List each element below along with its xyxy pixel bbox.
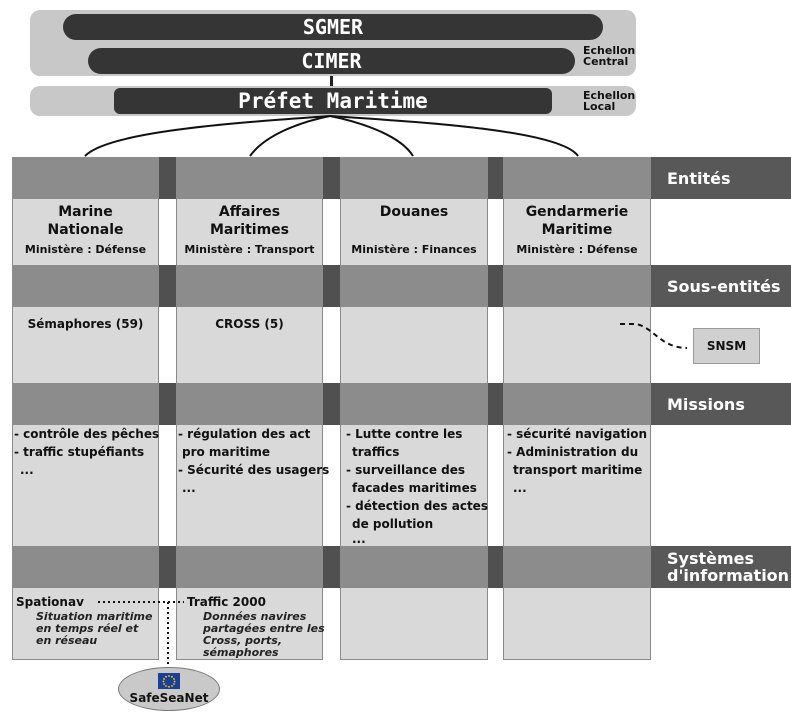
spationav-desc: Situation maritime en temps réel et en r… <box>36 610 153 647</box>
traffic2000-name: Traffic 2000 <box>187 595 266 609</box>
system-spationav: Spationav Situation maritime en temps ré… <box>16 595 159 647</box>
cimer-box: CIMER <box>88 48 575 74</box>
sgmer-box: SGMER <box>63 14 603 40</box>
eu-flag-icon <box>158 673 180 689</box>
missions-douanes: - Lutte contre les traffics - surveillan… <box>346 427 488 546</box>
echelon-local-label: Echellon Local <box>583 89 636 113</box>
entity-douanes: Douanes Ministère : Finances <box>351 204 477 256</box>
snsm-label: SNSM <box>706 339 747 353</box>
band-label-missions: Missions <box>651 383 791 425</box>
prefet-box: Préfet Maritime <box>114 88 552 114</box>
connector-affaires <box>249 115 331 157</box>
entity-gendarmerie: Gendarmerie Maritime Ministère : Défense <box>516 204 638 256</box>
safeseanet-badge: SafeSeaNet <box>118 667 220 711</box>
connector-gendarmerie <box>329 115 579 157</box>
missions-gendarmerie: - sécurité navigation - Administration d… <box>507 427 648 495</box>
system-traffic2000: Traffic 2000 Données navires partagées e… <box>187 595 327 659</box>
prefet-label: Préfet Maritime <box>238 89 428 113</box>
connector-marine <box>84 115 331 157</box>
prefet-connectors <box>84 115 579 157</box>
sub-entity-semaphores: Sémaphores (59) <box>27 317 144 331</box>
entity-marine: Marine Nationale Ministère : Défense <box>24 204 147 256</box>
connector-douanes <box>329 115 414 157</box>
cimer-prefet-connector <box>330 76 333 86</box>
missions-affaires: - régulation des act pro maritime - Sécu… <box>178 427 330 495</box>
missions-marine: - contrôle des pêches - traffic stupéfia… <box>14 427 160 477</box>
spationav-name: Spationav <box>16 595 84 609</box>
cimer-label: CIMER <box>301 49 362 73</box>
snsm-connector <box>620 323 688 349</box>
band-label-sous-entites: Sous-entités <box>651 265 791 307</box>
band-label-systemes: Systèmes d'information <box>651 546 791 588</box>
band-label-entites: Entités <box>651 157 791 199</box>
safeseanet-label: SafeSeaNet <box>129 691 209 705</box>
traffic2000-desc: Données navires partagées entre les Cros… <box>203 610 325 659</box>
entity-affaires: Affaires Maritimes Ministère : Transport <box>184 204 315 256</box>
system-links <box>98 601 184 668</box>
snsm-box: SNSM <box>693 328 760 364</box>
echelon-central-label: Echellon Central <box>583 44 636 68</box>
sub-entity-cross: CROSS (5) <box>215 317 284 331</box>
sgmer-label: SGMER <box>302 15 364 39</box>
